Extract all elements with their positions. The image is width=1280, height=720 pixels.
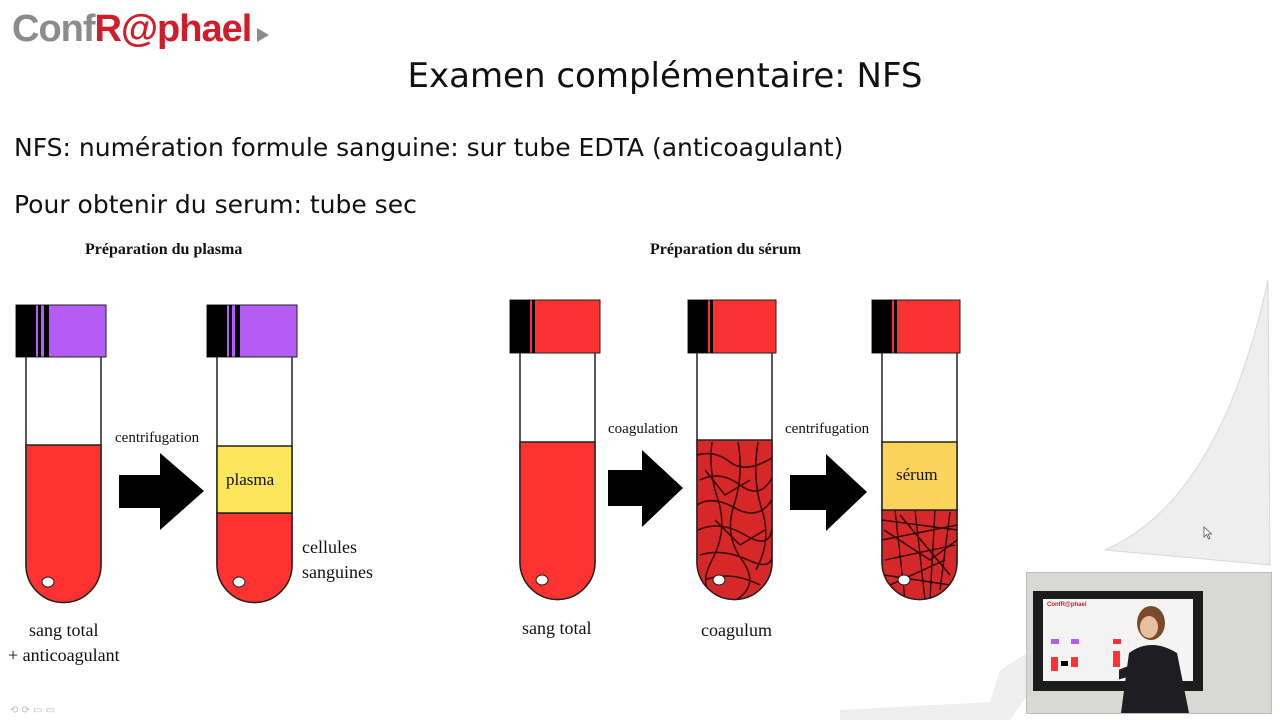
tube-coagulum	[687, 299, 777, 601]
corner-decoration	[840, 279, 1271, 720]
slide-title: Examen complémentaire: NFS	[407, 56, 923, 96]
label-serum: sérum	[896, 465, 938, 484]
tube-whole-blood-dry	[509, 299, 601, 601]
presenter-video[interactable]: ConfR@phael	[1026, 572, 1272, 714]
tube-whole-blood-anticoagulant	[15, 304, 107, 604]
caption-coagulum: coagulum	[701, 620, 772, 640]
tube-plasma	[206, 304, 298, 604]
arrow-centrifugation-serum	[790, 454, 867, 531]
play-icon	[257, 28, 270, 42]
label-plasma: plasma	[226, 470, 275, 489]
caption-whole-blood-serum: sang total	[522, 618, 592, 638]
presenter-figure	[1119, 606, 1189, 713]
mouse-cursor-icon	[1203, 526, 1213, 540]
heading-serum-preparation: Préparation du sérum	[650, 241, 802, 258]
caption-whole-blood: sang total	[29, 620, 99, 640]
player-controls-icon: ⟲ ⟳ ▭ ▭	[10, 705, 56, 716]
nfs-line: NFS: numération formule sanguine: sur tu…	[14, 133, 844, 162]
logo-text-conf: Conf	[12, 8, 96, 50]
label-centrifugation-plasma: centrifugation	[115, 430, 200, 446]
arrow-coagulation	[608, 450, 683, 527]
caption-anticoagulant: + anticoagulant	[8, 645, 120, 665]
serum-line: Pour obtenir du serum: tube sec	[14, 190, 417, 219]
logo-text-raphael: R@phael	[94, 8, 253, 50]
label-centrifugation-serum: centrifugation	[785, 421, 870, 437]
heading-plasma-preparation: Préparation du plasma	[85, 241, 243, 258]
label-cells-line2: sanguines	[302, 562, 373, 582]
video-mini-logo: ConfR@phael	[1047, 602, 1087, 608]
label-cells-line1: cellules	[302, 537, 357, 557]
tube-serum	[871, 299, 961, 601]
confraphael-logo: ConfR@phael	[12, 8, 270, 51]
label-coagulation: coagulation	[608, 421, 678, 437]
arrow-centrifugation-plasma	[119, 453, 204, 530]
